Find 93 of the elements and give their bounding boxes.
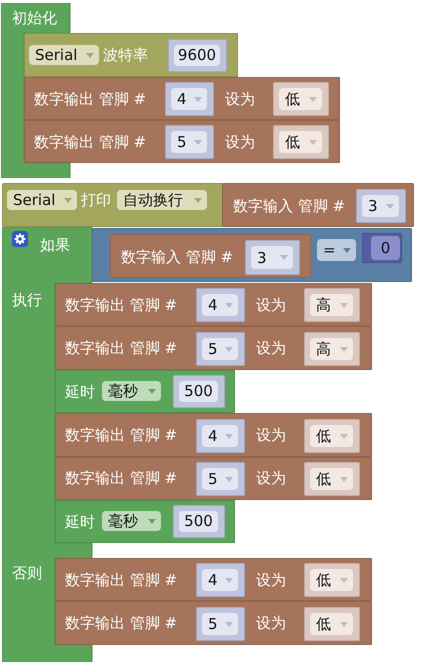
dropdown: 3 xyxy=(251,246,293,269)
dropdown: 毫秒 xyxy=(102,511,161,531)
number-field: 0 xyxy=(371,236,400,260)
dropdown: 4 xyxy=(202,425,238,447)
code-block xyxy=(55,283,372,326)
block-label: 打印 xyxy=(81,191,111,209)
value-block xyxy=(196,332,245,366)
dropdown: 高 xyxy=(310,338,353,360)
dropdown: 毫秒 xyxy=(102,381,161,401)
dropdown: 5 xyxy=(202,338,238,360)
c-shaped-block xyxy=(1,3,340,178)
dropdown: 高 xyxy=(310,294,353,316)
value-block xyxy=(356,189,406,223)
dropdown: 4 xyxy=(171,88,207,110)
block-label: 数字输出 管脚 # xyxy=(65,614,178,632)
code-block xyxy=(2,183,414,227)
dropdown: 低 xyxy=(310,468,353,490)
value-block xyxy=(173,375,225,408)
block-label: 设为 xyxy=(256,296,286,314)
block-label: 如果 xyxy=(40,236,70,254)
code-block xyxy=(55,558,372,601)
block-label: 设为 xyxy=(256,469,286,487)
c-shaped-block xyxy=(2,227,413,662)
code-block xyxy=(24,77,340,120)
block-label: 执行 xyxy=(12,291,42,309)
dropdown: 低 xyxy=(310,425,353,447)
block-label: 数字输入 管脚 # xyxy=(121,248,234,266)
dropdown: Serial xyxy=(29,45,99,65)
value-block xyxy=(196,288,245,322)
dropdown: 5 xyxy=(202,613,238,635)
value-block xyxy=(165,125,214,159)
code-block xyxy=(110,234,311,278)
value-block xyxy=(165,82,214,116)
code-block xyxy=(55,601,372,645)
block-label: 数字输出 管脚 # xyxy=(65,469,178,487)
block-label: 波特率 xyxy=(103,46,148,64)
block-label: 初始化 xyxy=(12,9,57,27)
code-block xyxy=(24,33,238,77)
code-block xyxy=(55,326,372,370)
value-block xyxy=(173,505,225,538)
block-label: 设为 xyxy=(256,339,286,357)
dropdown: 5 xyxy=(171,131,207,153)
code-block xyxy=(55,500,235,543)
block-label: 设为 xyxy=(256,426,286,444)
code-block xyxy=(222,183,414,227)
value-block xyxy=(304,332,360,366)
dropdown: 自动换行 xyxy=(117,190,207,210)
block-label: 数字输出 管脚 # xyxy=(34,133,146,151)
value-block xyxy=(196,462,245,496)
dropdown: = xyxy=(317,239,356,261)
value-block xyxy=(362,233,402,263)
dropdown: 低 xyxy=(279,88,322,110)
dropdown: Serial xyxy=(7,190,77,210)
number-field: 9600 xyxy=(174,45,220,66)
code-block xyxy=(55,413,372,457)
dropdown: 5 xyxy=(202,468,238,490)
dropdown: 4 xyxy=(202,294,238,316)
dropdown: 3 xyxy=(362,195,399,217)
block-label: 数字输出 管脚 # xyxy=(65,339,178,357)
dropdown: 低 xyxy=(310,613,353,635)
block-label: 数字输出 管脚 # xyxy=(65,426,178,444)
dropdown: 低 xyxy=(310,569,353,591)
code-block xyxy=(55,457,372,500)
code-block xyxy=(24,120,340,163)
number-field: 500 xyxy=(179,381,218,402)
condition-block xyxy=(92,228,412,282)
value-block xyxy=(304,419,360,453)
value-block xyxy=(304,288,360,322)
block-label: 否则 xyxy=(12,564,42,582)
code-block xyxy=(55,370,235,413)
block-label: 设为 xyxy=(256,571,286,589)
value-block xyxy=(304,607,360,641)
block-label: 设为 xyxy=(256,614,286,632)
block-label: 数字输入 管脚 # xyxy=(233,197,346,215)
number-field: 500 xyxy=(179,511,218,532)
block-label: 设为 xyxy=(225,90,255,108)
value-block xyxy=(304,462,360,496)
block-label: 数字输出 管脚 # xyxy=(65,296,178,314)
block-label: 延时 xyxy=(65,383,95,401)
value-block xyxy=(273,82,329,116)
value-block xyxy=(196,563,245,597)
value-block xyxy=(304,563,360,597)
value-block xyxy=(196,419,245,453)
block-label: 数字输出 管脚 # xyxy=(65,571,178,589)
value-block xyxy=(196,607,245,641)
block-label: 延时 xyxy=(65,513,95,531)
dropdown: 4 xyxy=(202,569,238,591)
block-label: 设为 xyxy=(225,133,255,151)
value-block xyxy=(245,240,300,275)
dropdown: 低 xyxy=(279,131,322,153)
value-block xyxy=(168,39,227,72)
value-block xyxy=(273,125,329,159)
block-label: 数字输出 管脚 # xyxy=(34,90,146,108)
